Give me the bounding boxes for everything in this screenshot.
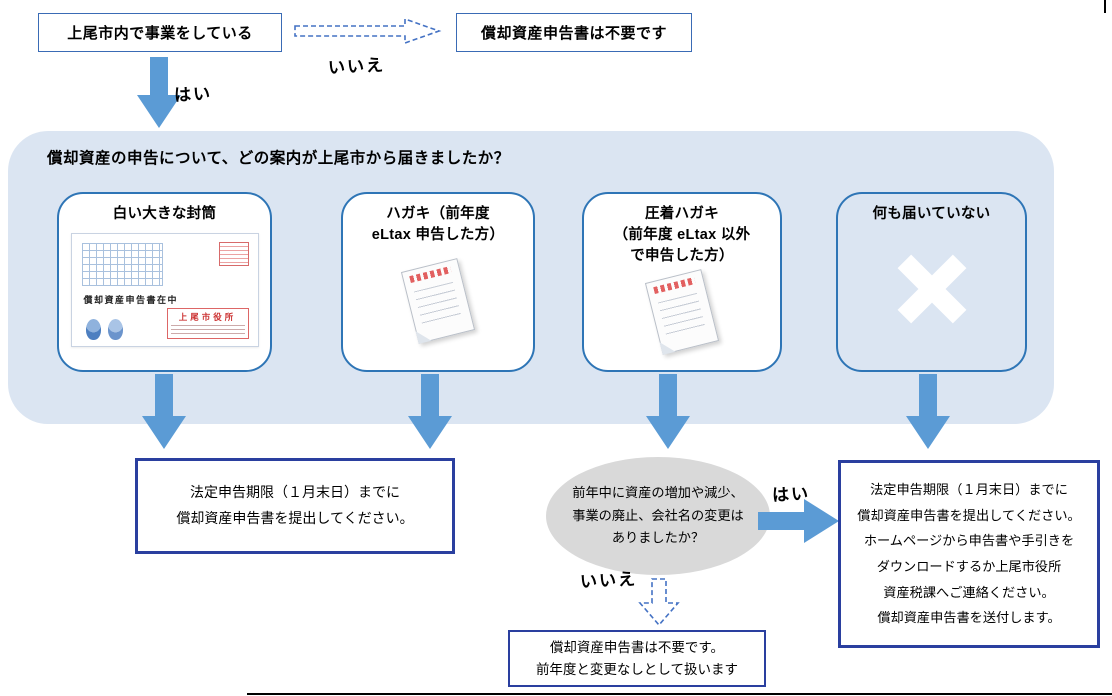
postcard-fold-corner [415, 328, 432, 344]
postcard-image [400, 258, 476, 344]
envelope-office-label: 上尾市役所 [178, 312, 237, 323]
option-label: 白い大きな封筒 [112, 206, 217, 222]
yes-branch-arrow [137, 57, 181, 128]
no-change-box: 償却資産申告書は不要です。 前年度と変更なしとして扱います [508, 630, 766, 687]
envelope-address-grid [81, 243, 163, 287]
mascot-icon [85, 319, 101, 341]
postcard-text-lines [657, 292, 706, 338]
mascot-characters [85, 319, 123, 341]
mascot-icon [107, 319, 123, 341]
envelope-office-block: 上尾市役所 [166, 308, 249, 340]
option-arrow-envelope [142, 374, 186, 449]
submit-deadline-box: 法定申告期限（１月末日）までに 償却資産申告書を提出してください。 [135, 458, 455, 554]
postcard-image [644, 269, 720, 355]
postcard-red-text [653, 277, 696, 295]
envelope-image: 償却資産申告書在中 上尾市役所 [70, 233, 259, 348]
option-label: 何も届いていない [872, 206, 991, 222]
no-result-box: 償却資産申告書は不要です [456, 13, 692, 52]
decision-no-label: いいえ [579, 569, 638, 592]
decision-question-text: 前年中に資産の増加や減少、 事業の廃止、会社名の変更は ありましたか？ [572, 485, 744, 546]
submit-deadline-text: 法定申告期限（１月末日）までに 償却資産申告書を提出してください。 [176, 484, 414, 526]
option-arrow-nothing [906, 374, 950, 449]
option-card-postcard-other: 圧着ハガキ （前年度 eLtax 以外 で申告した方） [582, 192, 782, 372]
option-arrow-postcard-eltax [408, 374, 452, 449]
postcard-text-lines [413, 281, 462, 327]
decision-no-dashed-arrow [638, 578, 680, 627]
option-card-envelope: 白い大きな封筒 償却資産申告書在中 上尾市役所 [57, 192, 272, 372]
submit-contact-text: 法定申告期限（１月末日）までに 償却資産申告書を提出してください。 ホームページ… [857, 481, 1081, 626]
no-branch-dashed-arrow [294, 17, 442, 45]
submit-contact-box: 法定申告期限（１月末日）までに 償却資産申告書を提出してください。 ホームページ… [838, 460, 1100, 648]
x-mark-icon [897, 254, 966, 324]
decision-ellipse: 前年中に資産の増加や減少、 事業の廃止、会社名の変更は ありましたか？ [546, 457, 770, 575]
envelope-content-label: 償却資産申告書在中 [83, 295, 179, 306]
postcard-red-text [409, 266, 452, 284]
page-edge-line-bottom [247, 693, 1112, 695]
start-condition-label: 上尾市内で事業をしている [67, 25, 253, 42]
option-label: 圧着ハガキ （前年度 eLtax 以外 で申告した方） [613, 206, 751, 265]
no-change-text: 償却資産申告書は不要です。 前年度と変更なしとして扱います [535, 639, 739, 677]
start-condition-box: 上尾市内で事業をしている [38, 13, 282, 52]
option-card-postcard-eltax: ハガキ（前年度 eLtax 申告した方） [341, 192, 535, 372]
no-label-top: いいえ [327, 55, 386, 78]
no-result-label: 償却資産申告書は不要です [480, 25, 667, 42]
option-card-nothing: 何も届いていない [836, 192, 1027, 372]
yes-label-top: はい [173, 84, 213, 105]
page-edge-mark-top [1104, 0, 1106, 13]
option-label: ハガキ（前年度 eLtax 申告した方） [371, 206, 505, 244]
envelope-address-lines [170, 325, 245, 337]
postcard-fold-corner [659, 339, 676, 355]
decision-yes-arrow [758, 499, 839, 543]
envelope-postage-stamp [218, 242, 249, 267]
option-arrow-postcard-other [646, 374, 690, 449]
panel-question-text: 償却資産の申告について、どの案内が上尾市から届きましたか？ [47, 150, 510, 167]
